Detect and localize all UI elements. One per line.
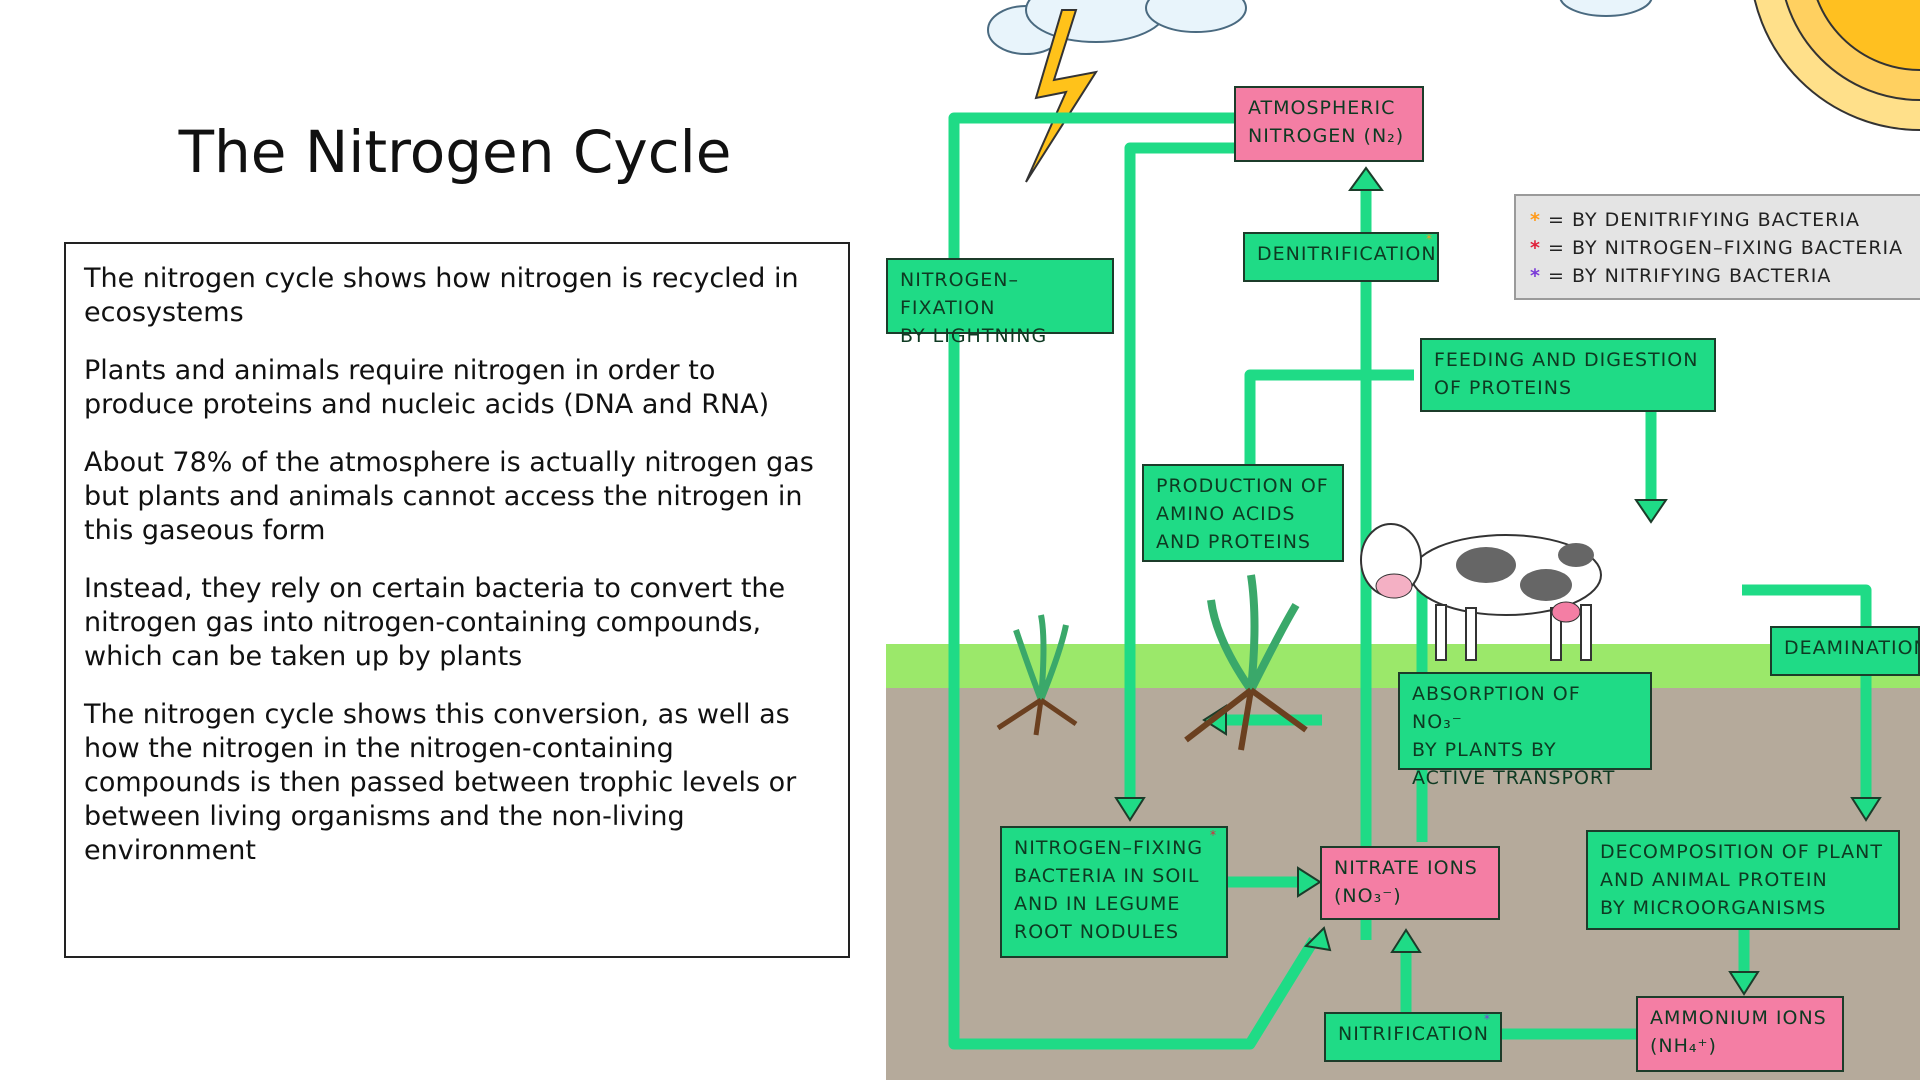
cloud-icon bbox=[987, 0, 1653, 55]
paragraph: The nitrogen cycle shows this conversion… bbox=[84, 699, 797, 866]
feeding-digestion-box: FEEDING AND DIGESTION OF PROTEINS bbox=[1420, 338, 1716, 412]
paragraph: About 78% of the atmosphere is actually … bbox=[84, 447, 814, 546]
page-title: The Nitrogen Cycle bbox=[178, 118, 732, 186]
legend: * = BY DENITRIFYING BACTERIA * = BY NITROG… bbox=[1514, 194, 1920, 300]
nitrate-ions-box: NITRATE IONS (NO₃⁻) bbox=[1320, 846, 1500, 920]
nitrogen-fixing-bacteria-line2: BACTERIA IN SOIL bbox=[1014, 865, 1200, 887]
paragraph: Instead, they rely on certain bacteria t… bbox=[84, 573, 786, 672]
atmospheric-nitrogen-box: ATMOSPHERIC NITROGEN (N₂) bbox=[1234, 86, 1424, 162]
nitrogen-fixing-star-icon: * bbox=[1210, 828, 1216, 842]
paragraph: Plants and animals require nitrogen in o… bbox=[84, 355, 770, 420]
nitrogen-fixing-bacteria-line3: AND IN LEGUME bbox=[1014, 893, 1181, 915]
nitrate-ions-line2: (NO₃⁻) bbox=[1334, 885, 1402, 907]
legend-row-nitrogen-fixing: * = BY NITROGEN–FIXING BACTERIA bbox=[1530, 234, 1918, 262]
legend-text: = BY DENITRIFYING BACTERIA bbox=[1548, 209, 1860, 231]
paragraph: The nitrogen cycle shows how nitrogen is… bbox=[84, 263, 799, 328]
decomposition-line2: AND ANIMAL PROTEIN bbox=[1600, 869, 1828, 891]
legend-row-nitrifying: * = BY NITRIFYING BACTERIA bbox=[1530, 262, 1918, 290]
absorption-line1: ABSORPTION OF NO₃⁻ bbox=[1412, 683, 1581, 733]
lightning-icon bbox=[1025, 9, 1099, 183]
legend-text: = BY NITRIFYING BACTERIA bbox=[1548, 265, 1832, 287]
ammonium-ions-box: AMMONIUM IONS (NH₄⁺) bbox=[1636, 996, 1844, 1072]
denitrification-label: DENITRIFICATION bbox=[1257, 243, 1437, 265]
sun-icon bbox=[1753, 0, 1920, 131]
denitrifying-star-icon: * bbox=[1426, 232, 1432, 246]
plant-icon bbox=[996, 574, 1308, 751]
denitrification-box: DENITRIFICATION bbox=[1243, 232, 1439, 282]
feeding-digestion-line1: FEEDING AND DIGESTION bbox=[1434, 349, 1699, 371]
nitrogen-fixation-lightning-box: NITROGEN–FIXATION BY LIGHTNING bbox=[886, 258, 1114, 347]
legend-star-icon: * bbox=[1530, 237, 1541, 259]
absorption-box: ABSORPTION OF NO₃⁻ BY PLANTS BY ACTIVE T… bbox=[1398, 672, 1652, 789]
ammonium-ions-line1: AMMONIUM IONS bbox=[1650, 1007, 1827, 1029]
nitrogen-fixation-lightning-line1: NITROGEN–FIXATION bbox=[900, 269, 1020, 319]
legend-text: = BY NITROGEN–FIXING BACTERIA bbox=[1548, 237, 1904, 259]
nitrogen-fixation-lightning-line2: BY LIGHTNING bbox=[900, 325, 1048, 347]
production-amino-box: PRODUCTION OF AMINO ACIDS AND PROTEINS bbox=[1142, 464, 1344, 562]
feeding-digestion-line2: OF PROTEINS bbox=[1434, 377, 1573, 399]
deamination-label: DEAMINATION bbox=[1784, 637, 1920, 659]
arrow-heads bbox=[1114, 166, 1882, 996]
decomposition-line3: BY MICROORGANISMS bbox=[1600, 897, 1827, 919]
absorption-line2: BY PLANTS BY bbox=[1412, 739, 1557, 761]
atmospheric-nitrogen-line1: ATMOSPHERIC bbox=[1248, 97, 1396, 119]
nitrification-label: NITRIFICATION bbox=[1338, 1023, 1489, 1045]
nitrate-ions-line1: NITRATE IONS bbox=[1334, 857, 1478, 879]
production-amino-line2: AMINO ACIDS bbox=[1156, 503, 1296, 525]
production-amino-line1: PRODUCTION OF bbox=[1156, 475, 1329, 497]
nitrifying-star-icon: * bbox=[1484, 1012, 1490, 1026]
nitrogen-fixing-bacteria-line1: NITROGEN–FIXING bbox=[1014, 837, 1204, 859]
decomposition-line1: DECOMPOSITION OF PLANT bbox=[1600, 841, 1883, 863]
atmospheric-nitrogen-line2: NITROGEN (N₂) bbox=[1248, 125, 1405, 147]
nitrification-box: NITRIFICATION bbox=[1324, 1012, 1502, 1062]
absorption-line3: ACTIVE TRANSPORT bbox=[1412, 767, 1616, 789]
deamination-box: DEAMINATION bbox=[1770, 626, 1920, 676]
ammonium-ions-line2: (NH₄⁺) bbox=[1650, 1035, 1717, 1057]
production-amino-line3: AND PROTEINS bbox=[1156, 531, 1311, 553]
nitrogen-cycle-diagram: ATMOSPHERIC NITROGEN (N₂) NITROGEN–FIXAT… bbox=[886, 0, 1920, 1080]
cow-icon bbox=[1360, 523, 1602, 661]
decomposition-box: DECOMPOSITION OF PLANT AND ANIMAL PROTEI… bbox=[1586, 830, 1900, 930]
legend-star-icon: * bbox=[1530, 209, 1541, 231]
legend-row-denitrifying: * = BY DENITRIFYING BACTERIA bbox=[1530, 206, 1918, 234]
nitrogen-fixing-bacteria-box: NITROGEN–FIXING BACTERIA IN SOIL AND IN … bbox=[1000, 826, 1228, 958]
text-panel: The nitrogen cycle shows how nitrogen is… bbox=[64, 242, 850, 958]
legend-star-icon: * bbox=[1530, 265, 1541, 287]
nitrogen-fixing-bacteria-line4: ROOT NODULES bbox=[1014, 921, 1180, 943]
